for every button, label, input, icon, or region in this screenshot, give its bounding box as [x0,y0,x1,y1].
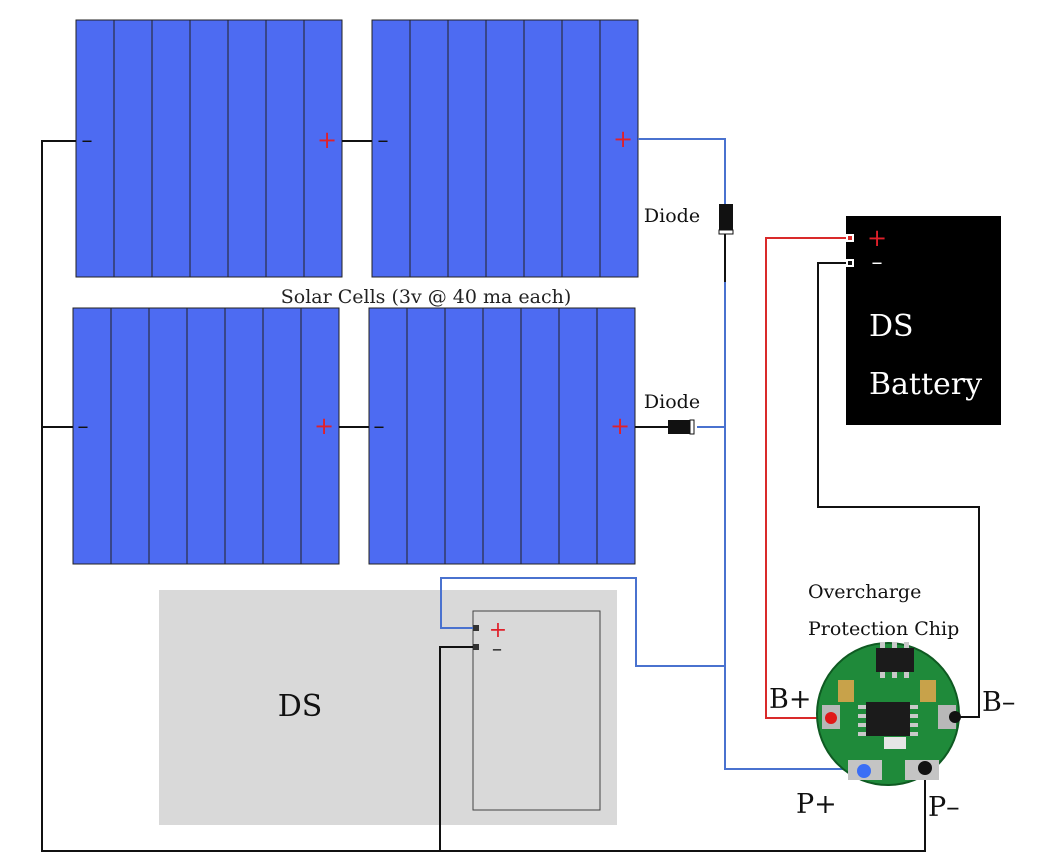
panel-bl-minus: – [78,414,89,439]
panel-tr-minus: – [378,128,389,153]
diode-icon [668,419,695,435]
panel-tl-minus: – [82,128,93,153]
solar-panel-top-right [371,19,639,278]
label-b-plus: B+ [769,684,811,715]
diode-icon [718,204,734,282]
ds-device-label: DS [278,689,323,724]
chip-label-line1: Overcharge [808,581,921,603]
ds-plus: + [489,618,507,643]
protection-chip-icon [816,642,961,786]
panel-br-minus: – [374,414,385,439]
solar-panel-bottom-right [368,307,636,565]
ds-battery: + – DS Battery [846,216,1001,425]
ds-battery-slot [472,610,601,811]
diode-middle-label: Diode [644,391,700,413]
diode-top-label: Diode [644,205,700,227]
panel-bl-plus: + [314,412,334,440]
ds-device: DS + – [159,590,617,825]
battery-plus: + [867,224,887,252]
label-b-minus: B– [982,687,1015,718]
chip-label-line2: Protection Chip [808,618,959,640]
battery-label-line2: Battery [869,367,982,402]
label-p-minus: P– [928,792,960,823]
solar-panel-top-left [75,19,343,278]
battery-minus: – [872,250,883,275]
label-p-plus: P+ [796,789,837,820]
solar-cells-label: Solar Cells (3v @ 40 ma each) [281,286,571,308]
wires [41,138,980,852]
battery-label-line1: DS [869,309,914,344]
panel-br-plus: + [610,412,630,440]
ds-minus: – [492,636,502,660]
solar-panel-bottom-left [72,307,340,565]
panel-tl-plus: + [317,126,337,154]
panel-tr-plus: + [613,125,633,153]
